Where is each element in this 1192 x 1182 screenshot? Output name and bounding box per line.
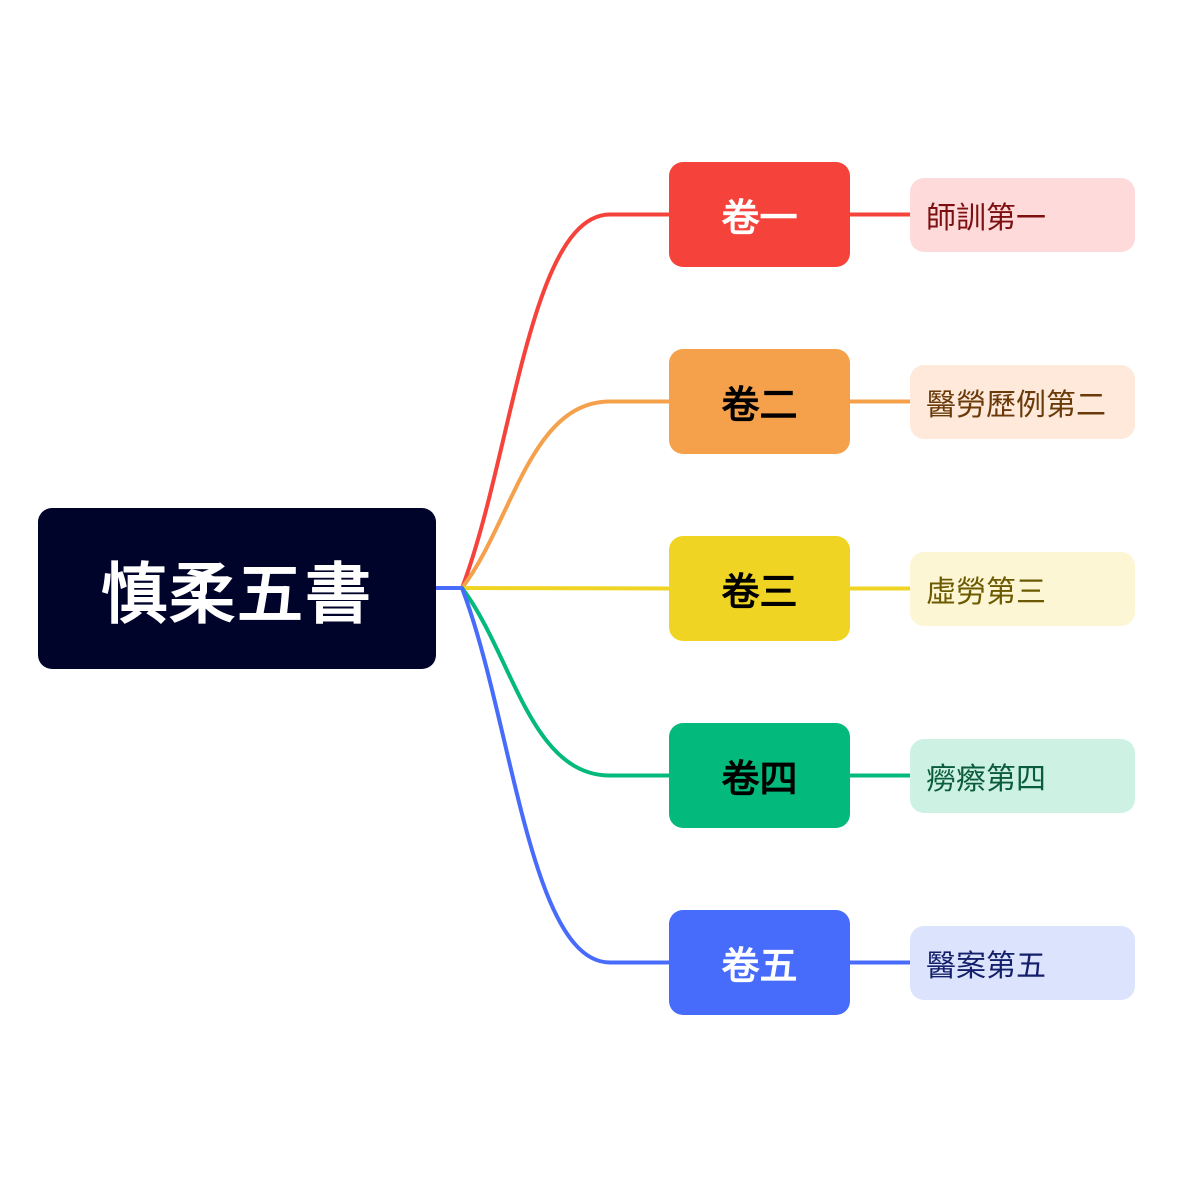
leaf-label: 師訓第一 xyxy=(926,200,1046,236)
leaf-node-3[interactable]: 虛勞第三 xyxy=(910,551,1135,626)
leaf-node-4[interactable]: 癆瘵第四 xyxy=(910,738,1135,813)
branch-node-1[interactable]: 卷一 xyxy=(669,162,850,267)
leaf-node-1[interactable]: 師訓第一 xyxy=(910,177,1135,252)
branch-connector-2 xyxy=(460,399,671,590)
branch-node-3[interactable]: 卷三 xyxy=(669,536,850,641)
leaf-label: 虛勞第三 xyxy=(926,574,1046,610)
branch-node-2[interactable]: 卷二 xyxy=(669,349,850,454)
branch-label: 卷一 xyxy=(721,196,798,240)
root-label: 慎柔五書 xyxy=(101,555,373,633)
leaf-label: 癆瘵第四 xyxy=(926,761,1046,797)
branch-connector-3 xyxy=(460,586,671,591)
branch-label: 卷二 xyxy=(721,383,798,427)
branch-node-4[interactable]: 卷四 xyxy=(669,723,850,828)
leaf-node-5[interactable]: 醫案第五 xyxy=(910,925,1135,1000)
leaf-node-2[interactable]: 醫勞歷例第二 xyxy=(910,364,1135,439)
branch-label: 卷四 xyxy=(721,757,798,801)
branch-label: 卷五 xyxy=(721,944,798,988)
branch-label: 卷三 xyxy=(721,570,798,614)
leaf-label: 醫案第五 xyxy=(926,948,1046,984)
root-node[interactable]: 慎柔五書 xyxy=(38,508,436,669)
branch-connector-4 xyxy=(460,586,671,778)
branch-connector-5 xyxy=(460,586,671,965)
branch-node-5[interactable]: 卷五 xyxy=(669,910,850,1015)
branch-connector-1 xyxy=(460,212,671,590)
leaf-label: 醫勞歷例第二 xyxy=(926,387,1106,423)
